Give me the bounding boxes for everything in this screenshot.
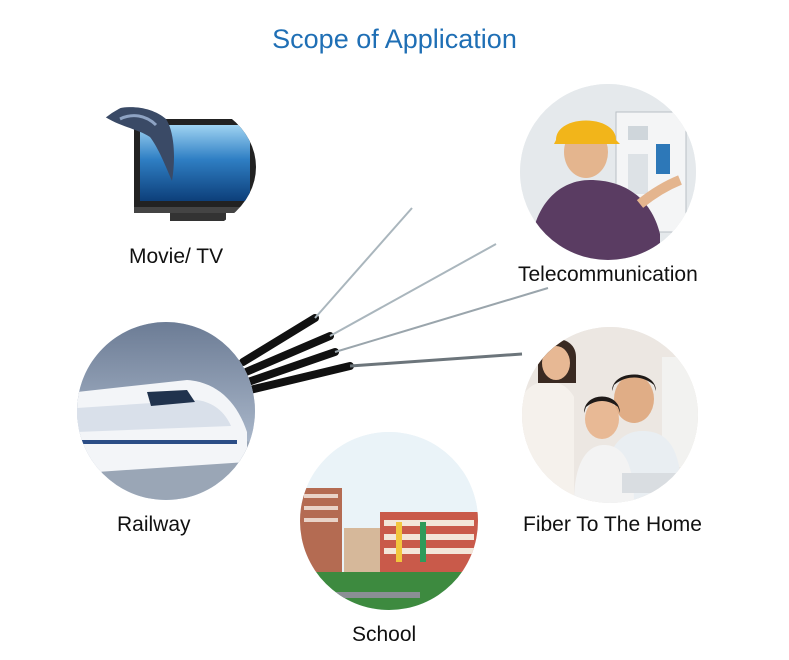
school-image (300, 432, 478, 610)
tv-icon (102, 107, 256, 221)
page-title: Scope of Application (272, 24, 517, 54)
technician-photo (520, 84, 696, 260)
telecommunication-label: Telecommunication (518, 263, 698, 286)
movie-tv-image (80, 97, 256, 237)
railway-label: Railway (117, 513, 191, 536)
cable-4 (246, 352, 523, 394)
school-label: School (352, 623, 417, 646)
cable-3 (244, 287, 549, 386)
railway-image (77, 322, 255, 500)
school-photo (300, 432, 478, 610)
family-photo (522, 327, 698, 503)
movie-tv-label: Movie/ TV (129, 245, 224, 268)
fiber-to-the-home-image (522, 327, 698, 503)
telecommunication-image (520, 84, 696, 260)
cable-2 (242, 243, 497, 376)
fiber-to-the-home-label: Fiber To The Home (523, 513, 702, 536)
cable-1 (239, 207, 413, 366)
train-photo (77, 322, 255, 500)
